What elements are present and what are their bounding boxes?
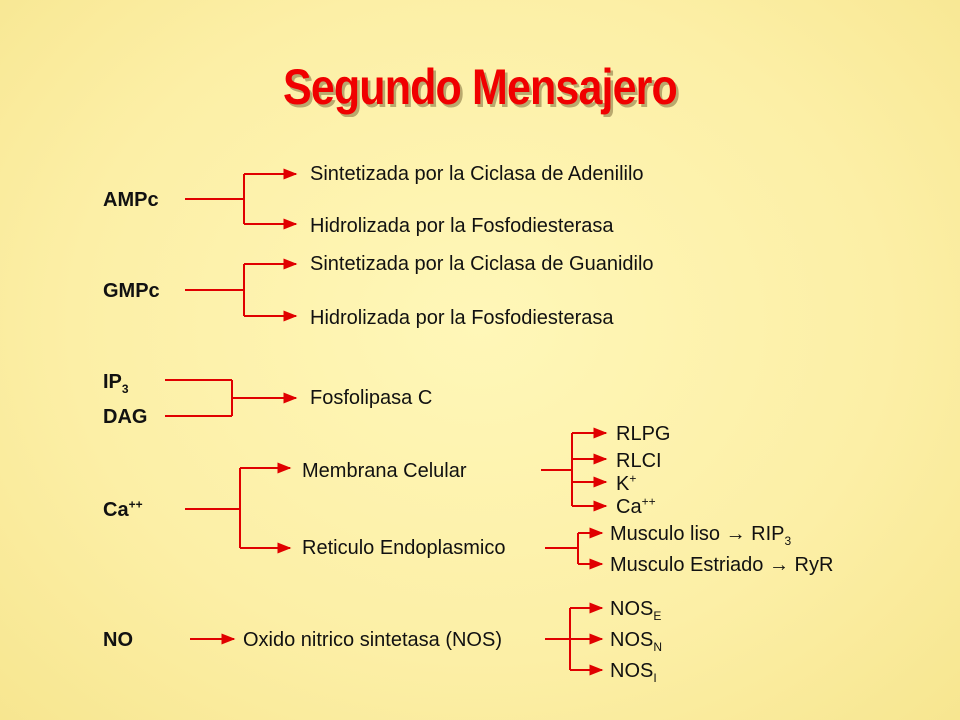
calcium-channel-superscript: ++ xyxy=(641,494,656,509)
nos-n-base: NOS xyxy=(610,629,654,651)
nos-neuronal: NOSN xyxy=(610,629,662,653)
ip3-base: IP xyxy=(103,371,122,393)
gmpc-label: GMPc xyxy=(103,280,160,302)
calcium-label: Ca++ xyxy=(103,497,143,521)
phospholipase-c: Fosfolipasa C xyxy=(310,387,433,409)
gmpc-synthesis: Sintetizada por la Ciclasa de Guanidilo xyxy=(310,253,654,275)
channel-calcium: Ca++ xyxy=(616,494,656,518)
ampc-label: AMPc xyxy=(103,189,159,211)
ip3-label: IP3 xyxy=(103,371,129,395)
dag-label: DAG xyxy=(103,406,148,428)
potassium-superscript: + xyxy=(629,471,637,486)
channel-rlpg: RLPG xyxy=(616,423,671,445)
ip3-subscript: 3 xyxy=(121,382,129,396)
calcium-channel-base: Ca xyxy=(616,496,642,518)
striated-muscle-ryr: Musculo Estriado → RyR xyxy=(610,554,834,576)
nos-enzyme: Oxido nitrico sintetasa (NOS) xyxy=(243,629,502,651)
no-label: NO xyxy=(103,629,133,651)
ampc-synthesis: Sintetizada por la Ciclasa de Adenililo xyxy=(310,163,644,185)
cell-membrane: Membrana Celular xyxy=(302,460,467,482)
slide-title: Segundo Mensajero xyxy=(67,58,893,116)
potassium-base: K xyxy=(616,473,630,495)
smooth-muscle-text: Musculo liso → RIP xyxy=(610,523,785,545)
channel-rlci: RLCI xyxy=(616,450,662,472)
gmpc-hydrolysis: Hidrolizada por la Fosfodiesterasa xyxy=(310,307,614,329)
ampc-hydrolysis: Hidrolizada por la Fosfodiesterasa xyxy=(310,215,614,237)
nos-n-subscript: N xyxy=(653,640,663,654)
calcium-superscript: ++ xyxy=(128,497,143,512)
nos-e-subscript: E xyxy=(653,609,662,623)
nos-i-base: NOS xyxy=(610,660,654,682)
rip3-subscript: 3 xyxy=(784,534,792,548)
smooth-muscle-rip3: Musculo liso → RIP3 xyxy=(610,523,791,547)
calcium-base: Ca xyxy=(103,499,129,521)
nos-inducible: NOSI xyxy=(610,660,657,684)
nos-e-base: NOS xyxy=(610,598,654,620)
endoplasmic-reticulum: Reticulo Endoplasmico xyxy=(302,537,506,559)
title-text: Segundo Mensajero xyxy=(283,59,678,115)
nos-i-subscript: I xyxy=(653,671,657,685)
nos-endothelial: NOSE xyxy=(610,598,661,622)
channel-potassium: K+ xyxy=(616,471,637,495)
